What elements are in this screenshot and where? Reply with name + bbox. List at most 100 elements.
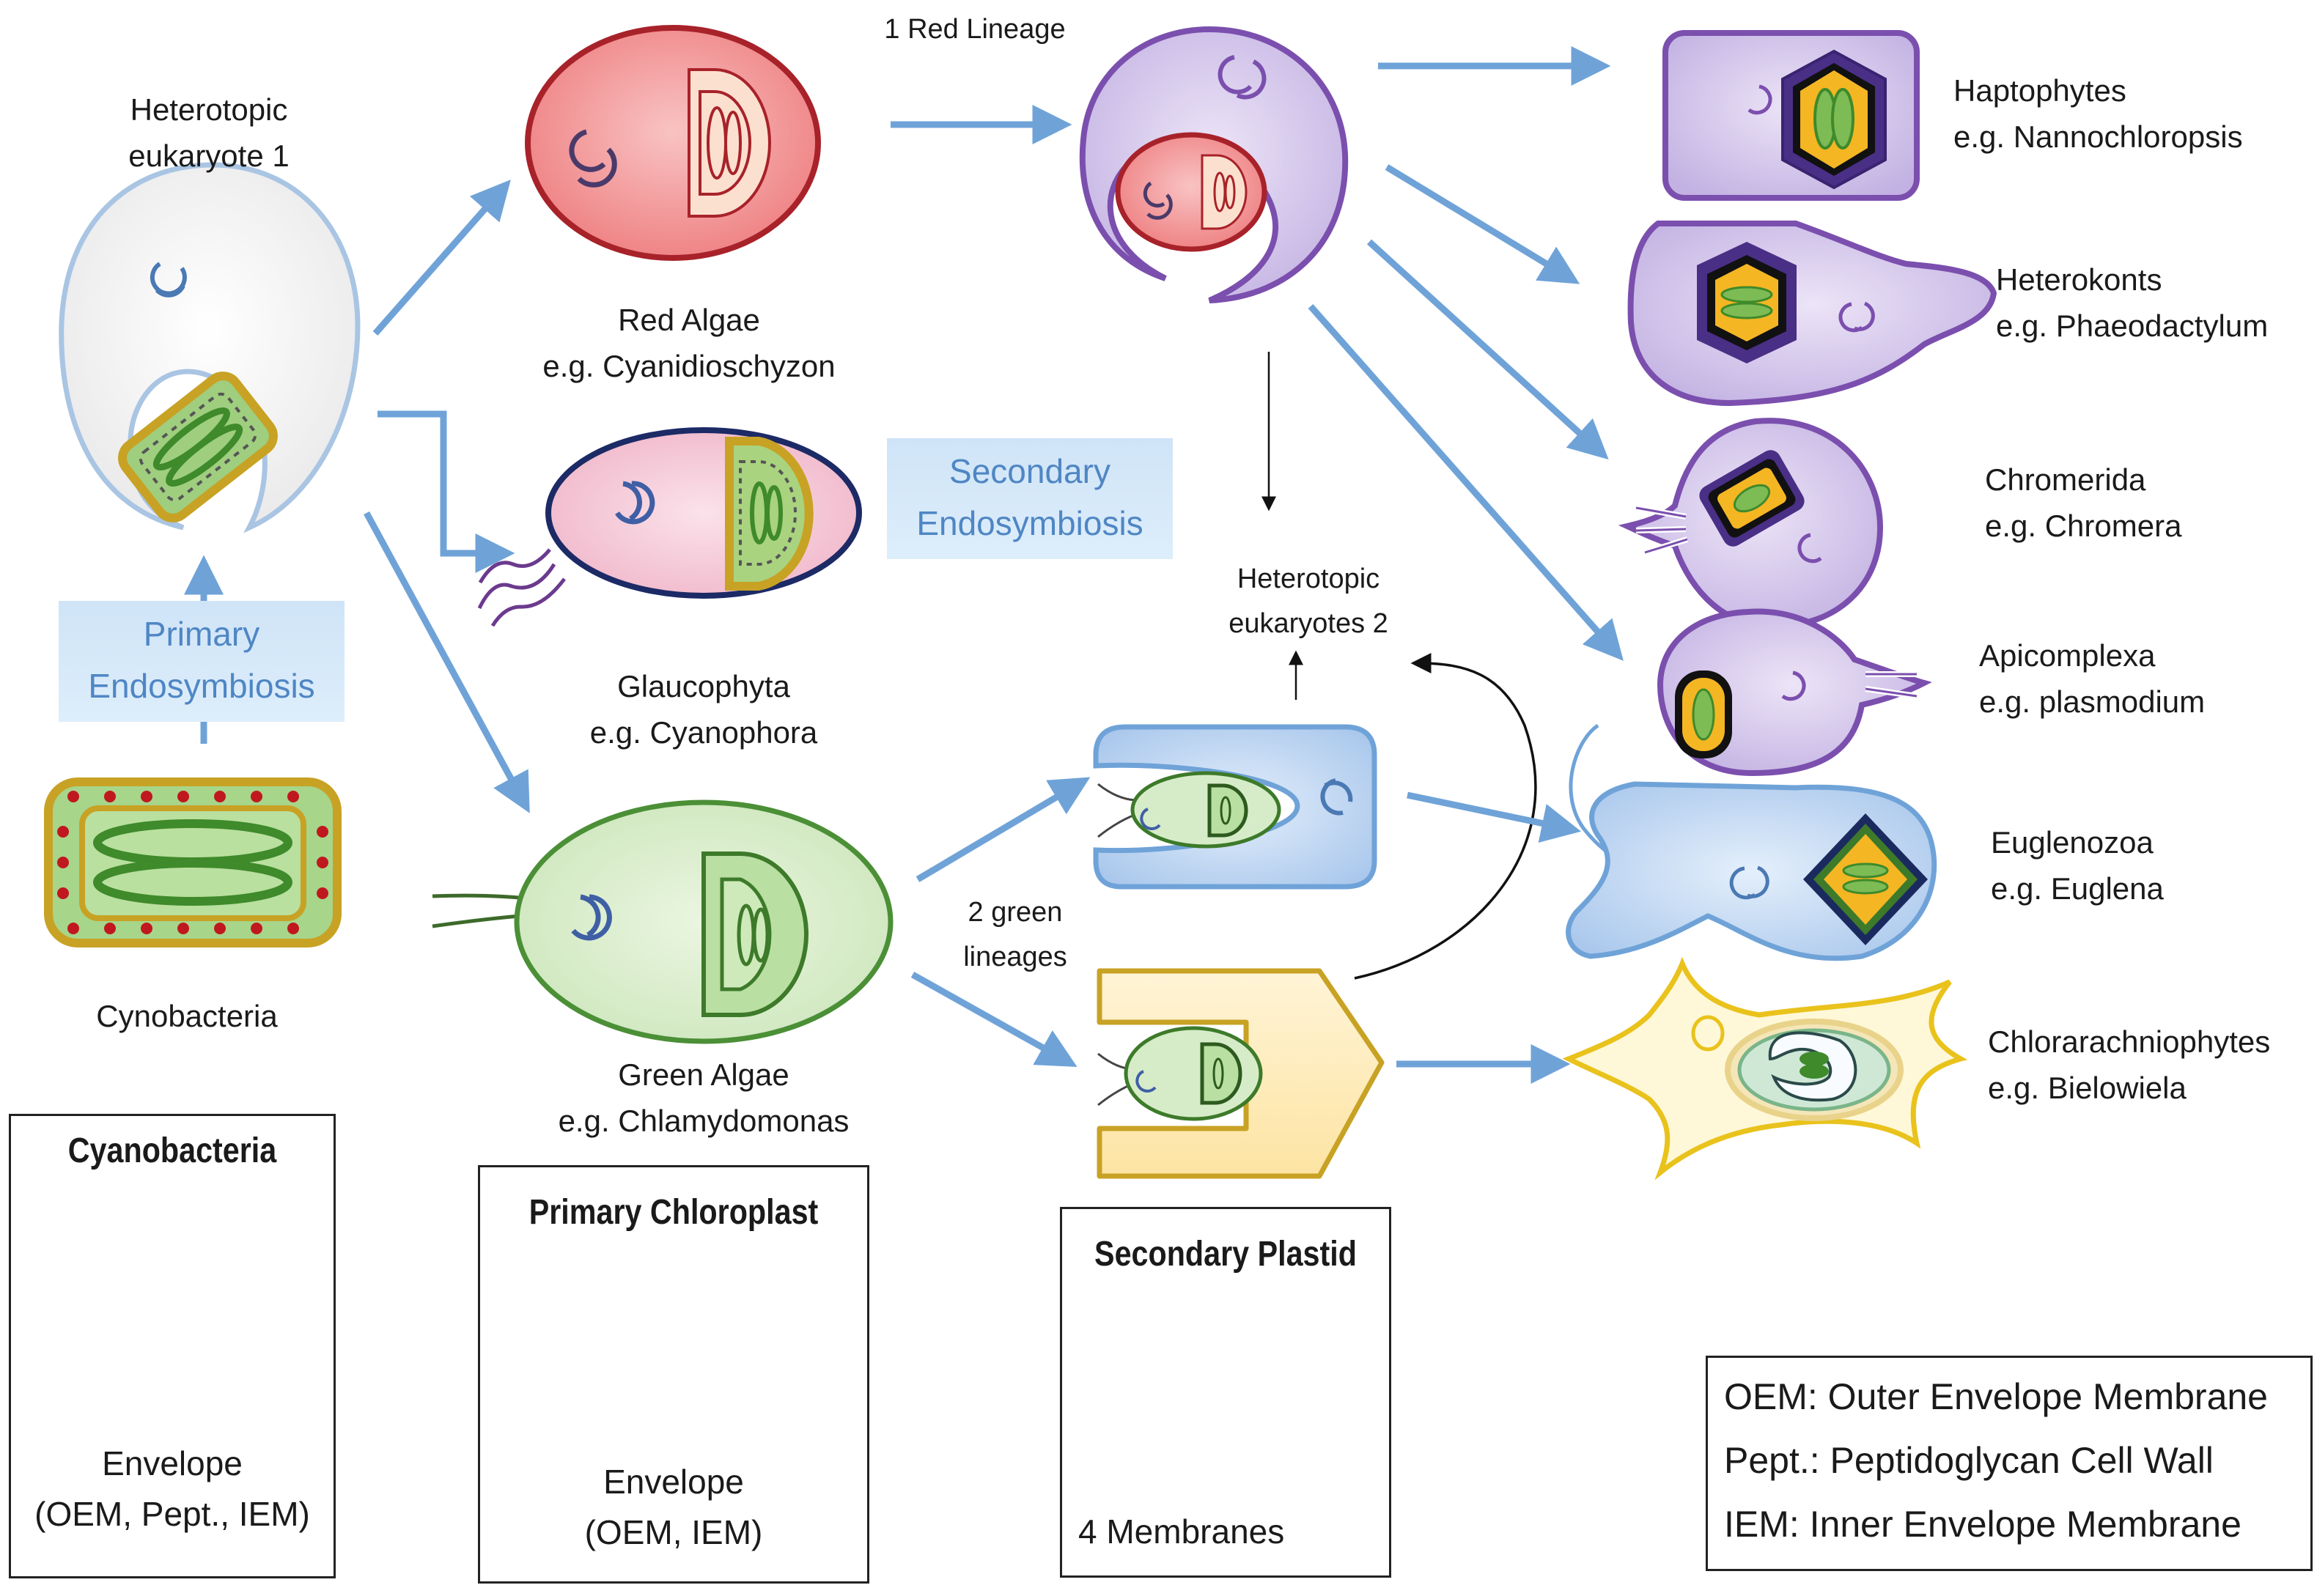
heterokonts-cell xyxy=(1627,221,1997,407)
chlorarachniophytes-cell xyxy=(1562,956,1968,1181)
label-line: Heterotopic xyxy=(1237,564,1380,594)
label-line: Heterokonts xyxy=(1996,262,2162,297)
cynobacteria-cell xyxy=(44,777,342,947)
red-lineage-label: 1 Red Lineage xyxy=(858,7,1092,52)
label-line: Chlorarachniophytes xyxy=(1988,1024,2271,1059)
label-line: e.g. Bielowiela xyxy=(1988,1071,2187,1105)
arrow-to-euglenozoa xyxy=(1407,791,1582,843)
arrow-to-heterokonts xyxy=(1385,164,1580,284)
nucleus-icon xyxy=(569,129,606,172)
chlorarachniophytes-label: Chlorarachniophytes e.g. Bielowiela xyxy=(1988,1019,2270,1111)
haptophytes-cell xyxy=(1662,30,1920,201)
red-algae-cell xyxy=(525,25,821,261)
arrow-to-apicomplexa xyxy=(1308,304,1624,661)
band-line: Primary xyxy=(143,615,260,653)
label-line: eukaryote 1 xyxy=(128,138,290,173)
band-line: Endosymbiosis xyxy=(916,504,1143,543)
band-line: Secondary xyxy=(949,452,1110,490)
legend-pept: Pept.: Peptidoglycan Cell Wall xyxy=(1724,1440,2214,1481)
label-line: e.g. plasmodium xyxy=(1979,684,2206,719)
heterotopic-eukaryote-1-cell xyxy=(59,162,361,533)
label-line: e.g. Chromera xyxy=(1985,509,2182,543)
label-line: eukaryotes 2 xyxy=(1229,607,1388,639)
label-line: Euglenozoa xyxy=(1991,825,2154,860)
chromerida-cell xyxy=(1618,418,1884,630)
green-plastid xyxy=(701,851,808,1017)
label-line: e.g. Phaeodactylum xyxy=(1996,309,2269,343)
label-line: e.g. Chlamydomonas xyxy=(558,1104,850,1138)
label-line: lineages xyxy=(963,941,1067,972)
legend-box: OEM: Outer Envelope Membrane Pept.: Pept… xyxy=(1706,1356,2313,1571)
box-caption: Envelope (OEM, IEM) xyxy=(480,1457,867,1558)
primary-endosymbiosis-band: Primary Endosymbiosis xyxy=(59,601,345,722)
cell-wall-dots xyxy=(57,791,328,934)
label-line: e.g. Nannochloropsis xyxy=(1953,119,2243,154)
nucleus-icon xyxy=(1781,670,1806,701)
label-line: Red Algae xyxy=(618,303,760,337)
label-line: e.g. Cyanophora xyxy=(589,715,818,750)
box-title: Primary Chloroplast xyxy=(528,1193,819,1232)
green-algae-cell xyxy=(432,799,894,1044)
arrow-to-red-algae xyxy=(372,180,511,336)
arrow-to-green-algae xyxy=(364,511,530,813)
arrow-to-chromerida xyxy=(1366,239,1609,460)
engulfed-cyanobacterium xyxy=(118,372,278,522)
label-line: e.g. Euglena xyxy=(1991,871,2164,906)
band-line: Endosymbiosis xyxy=(88,667,315,706)
yellow-host-cell xyxy=(1097,968,1385,1179)
apicomplexa-cell xyxy=(1657,608,1932,777)
heterotopic-eukaryotes-2-label: Heterotopic eukaryotes 2 xyxy=(1187,557,1429,646)
box-title: Secondary Plastid xyxy=(1094,1235,1357,1274)
chromerida-label: Chromerida e.g. Chromera xyxy=(1985,457,2181,549)
caption-line: Envelope xyxy=(603,1463,744,1501)
legend-oem: OEM: Outer Envelope Membrane xyxy=(1724,1376,2268,1417)
euglenozoa-cell xyxy=(1566,723,1937,961)
green-algae-label: Green Algae e.g. Chlamydomonas xyxy=(513,1052,894,1144)
label-line: 1 Red Lineage xyxy=(884,14,1066,45)
green-lineages-label: 2 green lineages xyxy=(927,890,1103,980)
arrow-to-glaucophyta xyxy=(377,410,515,573)
red-plastid xyxy=(688,68,771,218)
blue-host-cell xyxy=(1093,724,1377,890)
caption-line: Envelope xyxy=(102,1444,243,1482)
label-line: Glaucophyta xyxy=(617,669,790,703)
arrow-curved-to-heterotopic-2 xyxy=(1354,653,1537,980)
arrow-green-to-yellow-host xyxy=(910,972,1078,1068)
nucleus-icon xyxy=(1218,55,1253,95)
red-algae-label: Red Algae e.g. Cyanidioschyzon xyxy=(506,297,872,389)
nucleus-icon xyxy=(571,894,612,941)
label-line: Cynobacteria xyxy=(96,999,278,1033)
label-line: Apicomplexa xyxy=(1979,638,2156,673)
glaucophyta-label: Glaucophyta e.g. Cyanophora xyxy=(520,663,887,755)
cyanobacteria-box: Cyanobacteria Envelope (OEM, Pept., IEM) xyxy=(9,1114,336,1578)
label-line: Chromerida xyxy=(1985,462,2146,497)
nucleus-icon xyxy=(615,481,655,525)
euglenozoa-label: Euglenozoa e.g. Euglena xyxy=(1991,819,2164,912)
haptophytes-label: Haptophytes e.g. Nannochloropsis xyxy=(1953,67,2243,160)
label-line: Heterotopic xyxy=(130,92,288,127)
arrow-green-to-blue-host xyxy=(916,777,1091,882)
nucleus-icon xyxy=(1691,1015,1725,1052)
label-line: Haptophytes xyxy=(1953,73,2126,108)
nucleus-icon xyxy=(1797,533,1822,564)
secondary-plastid-box: Secondary Plastid 4 Membranes xyxy=(1060,1207,1391,1578)
label-line: e.g. Cyanidioschyzon xyxy=(542,349,836,383)
glaucophyte-plastid xyxy=(725,437,814,591)
cynobacteria-label: Cynobacteria xyxy=(59,993,315,1039)
nucleus-icon xyxy=(1747,84,1772,115)
apicomplexa-label: Apicomplexa e.g. plasmodium xyxy=(1979,632,2205,725)
box-caption: 4 Membranes xyxy=(1078,1512,1285,1551)
primary-chloroplast-box: Primary Chloroplast Envelope (OEM, IEM) xyxy=(478,1165,869,1584)
glaucophyta-cell xyxy=(477,427,862,627)
box-title: Cyanobacteria xyxy=(67,1131,277,1170)
heterokonts-label: Heterokonts e.g. Phaeodactylum xyxy=(1996,256,2268,349)
caption-line: (OEM, Pept., IEM) xyxy=(34,1495,310,1533)
secondary-endosymbiosis-band: Secondary Endosymbiosis xyxy=(887,438,1173,559)
heterotopic-eukaryote-1-label: Heterotopic eukaryote 1 xyxy=(81,86,337,179)
caption-line: (OEM, IEM) xyxy=(584,1513,763,1551)
label-line: 2 green xyxy=(968,897,1063,928)
box-caption: Envelope (OEM, Pept., IEM) xyxy=(11,1438,334,1540)
label-line: Green Algae xyxy=(618,1057,789,1092)
legend-iem: IEM: Inner Envelope Membrane xyxy=(1724,1504,2242,1545)
